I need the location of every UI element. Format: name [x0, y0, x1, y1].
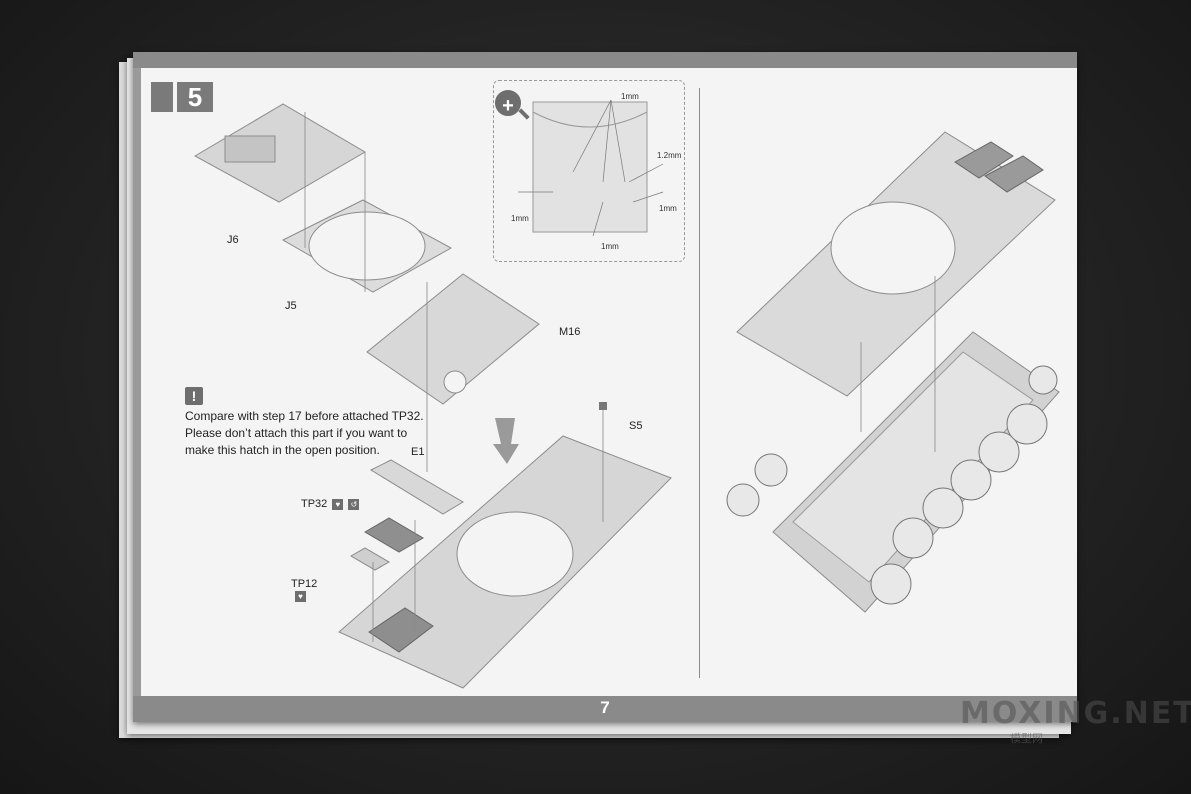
top-band — [133, 52, 1077, 68]
drill-label: 1mm — [659, 204, 677, 213]
column-divider — [699, 88, 700, 678]
drill-label: 1.2mm — [657, 151, 682, 160]
bottom-band: 7 — [133, 696, 1077, 722]
instruction-booklet: 5 — [119, 52, 1077, 738]
zoom-in-icon: + — [495, 90, 521, 117]
assembly-arrow — [493, 418, 519, 464]
part-m16-drawing — [366, 273, 540, 405]
caution-icon: ! — [185, 387, 203, 405]
label-m16: M16 — [559, 326, 581, 338]
label-j5: J5 — [285, 300, 297, 312]
label-tp32: TP32 ♥ ↺ — [301, 498, 360, 510]
watermark: MOXING.NET — [960, 696, 1191, 731]
glue-icon: ♥ — [332, 498, 344, 510]
glue-icon: ♥ — [295, 590, 306, 602]
bend-icon: ↺ — [348, 498, 360, 510]
part-tp32-drawing — [364, 517, 424, 553]
note-line: Please don’t attach this part if you wan… — [185, 426, 408, 440]
road-wheels — [726, 365, 1058, 605]
label-s5: S5 — [629, 420, 643, 432]
instruction-page: 5 — [133, 52, 1077, 722]
drill-label: 1mm — [511, 214, 529, 223]
zoom-detail-box — [493, 80, 685, 262]
page-number: 7 — [600, 698, 610, 717]
step-number-badge: 5 — [177, 82, 213, 112]
assembly-illustrations — [193, 99, 1060, 689]
drill-label: 1mm — [601, 242, 619, 251]
caution-note: Compare with step 17 before attached TP3… — [185, 408, 424, 459]
drill-label: 1mm — [621, 92, 639, 101]
previous-step-tab — [151, 82, 173, 112]
label-tp12-text: TP12 — [291, 578, 318, 590]
note-line: make this hatch in the open position. — [185, 443, 380, 457]
part-s5-drawing — [599, 402, 607, 410]
part-j6-drawing — [193, 103, 366, 203]
part-e1-drawing — [369, 459, 464, 515]
label-e1: E1 — [411, 446, 425, 458]
label-j6: J6 — [227, 234, 239, 246]
watermark-subtitle: 模型网 — [1010, 733, 1043, 745]
label-tp12: TP12 ♥ — [291, 578, 317, 602]
part-tp12-drawing — [350, 547, 390, 571]
note-line: Compare with step 17 before attached TP3… — [185, 409, 424, 423]
label-tp32-text: TP32 — [301, 498, 328, 510]
side-strip — [133, 68, 141, 696]
